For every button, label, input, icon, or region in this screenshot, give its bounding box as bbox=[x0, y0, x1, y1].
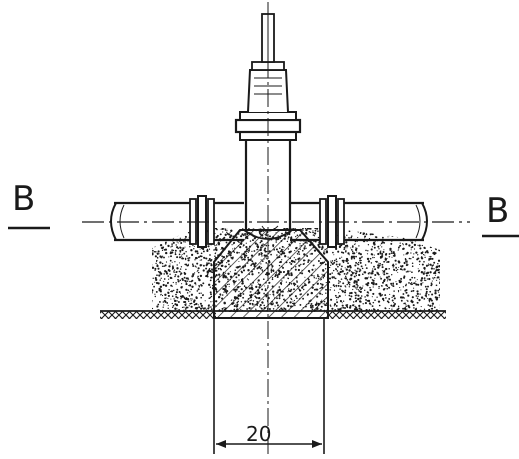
section-mark-right: B bbox=[486, 191, 509, 231]
section-mark-left: B bbox=[12, 179, 35, 219]
concrete-block bbox=[213, 229, 329, 319]
dimension-label: 20 bbox=[246, 422, 271, 446]
dimension-line bbox=[216, 440, 322, 448]
pit-walls bbox=[213, 318, 325, 454]
